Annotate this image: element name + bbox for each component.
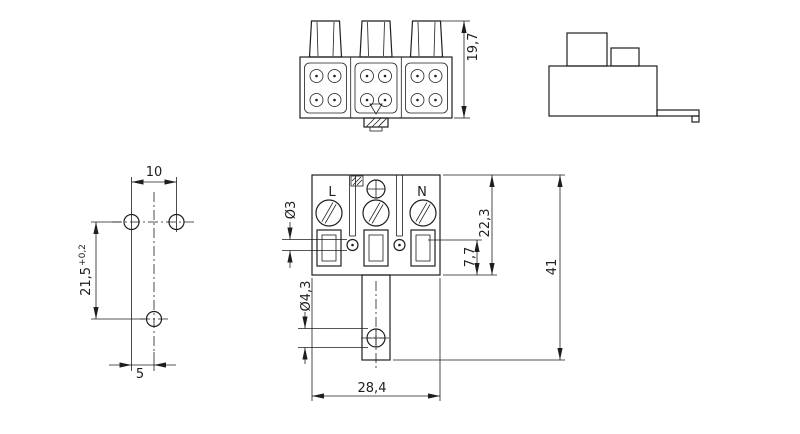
fixing-screw-left-center <box>351 243 354 247</box>
terminal-module <box>354 62 398 114</box>
dim-mount-hole-diameter: Ø4,3 <box>298 281 368 364</box>
dim-lower-section-label: 7,7 <box>463 247 478 268</box>
dim-row-distance: 21,5+0,2 <box>78 221 145 320</box>
top-center-screw <box>366 179 386 199</box>
fixing-screw-left <box>346 238 359 252</box>
right-dimensions: 7,7 22,3 41 <box>393 174 565 361</box>
dim-center-offset: 5 <box>109 352 176 382</box>
dim-body-height-label: 22,3 <box>478 209 493 238</box>
terminal-tab <box>359 20 393 58</box>
dim-total-height-label: 41 <box>545 259 560 276</box>
drill-pattern-view: 10 21,5+0,2 5 <box>78 165 196 382</box>
dim-body-width: 28,4 <box>311 278 441 401</box>
solder-tail-hook <box>691 115 700 123</box>
terminal-tab <box>409 20 444 58</box>
tab-mount-screw <box>366 328 386 348</box>
hatch-line <box>352 176 362 186</box>
wire-entry-center <box>363 229 389 267</box>
hatch-patch <box>350 175 364 187</box>
dim-row-distance-label: 21,5+0,2 <box>78 244 94 296</box>
clamp-screw-center <box>362 199 390 227</box>
dim-hole-spacing: 10 <box>131 165 177 371</box>
terminal-module <box>304 62 347 114</box>
dim-screw-diameter-label: Ø3 <box>284 201 299 220</box>
terminal-module <box>405 62 448 114</box>
dim-body-width-label: 28,4 <box>358 381 387 396</box>
front-view: L N <box>282 174 565 401</box>
module-slots <box>349 175 403 237</box>
wire-entry-right <box>410 229 436 267</box>
solder-tail <box>656 109 700 117</box>
terminal-label-neutral: N <box>417 185 427 200</box>
clamp-screw-right <box>409 199 437 227</box>
center-clip-detail <box>369 103 383 115</box>
fixing-screw-right <box>393 238 406 252</box>
side-view <box>548 32 700 123</box>
clamp-screw-left <box>315 199 343 227</box>
hatch-line <box>365 117 376 128</box>
screw-cluster <box>360 69 392 107</box>
hatch-line <box>377 117 388 128</box>
dim-depth: 19,7 <box>441 20 481 119</box>
top-view: 19,7 <box>299 20 481 132</box>
side-view-tab-tall <box>566 32 608 67</box>
dim-hole-spacing-label: 10 <box>146 165 163 180</box>
hatch-line <box>356 179 363 186</box>
side-view-tab-short <box>610 47 640 67</box>
mounting-foot <box>363 117 389 132</box>
screw-cluster <box>410 69 443 107</box>
terminal-label-live: L <box>328 185 336 200</box>
side-view-body <box>548 65 658 117</box>
fixing-screw-right-center <box>398 243 401 247</box>
terminal-tab <box>308 20 343 58</box>
dim-mount-hole-diameter-label: Ø4,3 <box>299 281 314 312</box>
hatch-line <box>371 117 382 128</box>
wire-entry-left <box>316 229 342 267</box>
dim-depth-label: 19,7 <box>466 33 481 62</box>
dim-screw-diameter: Ø3 <box>282 201 347 268</box>
dim-center-offset-label: 5 <box>136 367 144 382</box>
top-view-body <box>299 56 453 119</box>
screw-cluster <box>309 69 342 107</box>
